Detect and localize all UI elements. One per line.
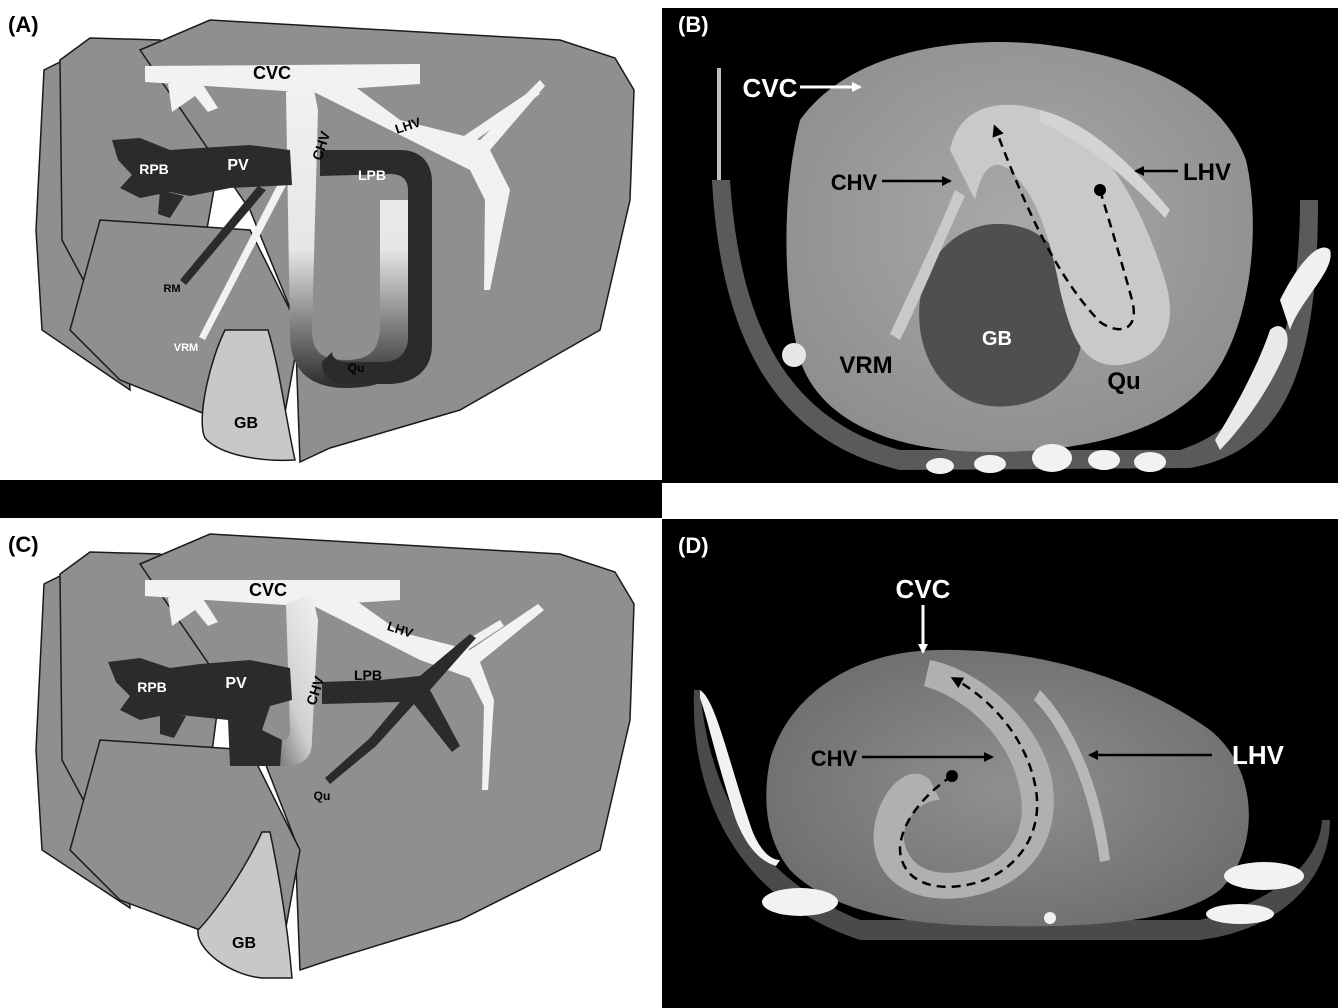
panel-d-letter: (D) xyxy=(678,533,709,558)
rib-left-lower-d xyxy=(762,888,838,916)
label-vrm-b: VRM xyxy=(839,352,892,379)
label-qu-a: Qu xyxy=(348,361,365,375)
label-lhv-b: LHV xyxy=(1183,159,1231,186)
label-lpb-c: LPB xyxy=(354,667,382,683)
label-chv-d: CHV xyxy=(811,746,858,771)
bone-3-b xyxy=(1032,444,1072,472)
label-rpb-a: RPB xyxy=(139,161,169,177)
panel-a-letter: (A) xyxy=(8,12,39,37)
bone-2-b xyxy=(974,455,1006,473)
label-gb-a: GB xyxy=(234,415,258,432)
label-rm-a: RM xyxy=(163,283,180,295)
panel-c: (C) CVC LHV CHV RPB PV LPB Qu xyxy=(8,532,634,978)
label-cvc-a: CVC xyxy=(253,63,291,83)
ct-edge-line-b xyxy=(717,68,721,188)
rib-right-lowest-d xyxy=(1206,904,1274,924)
panel-c-letter: (C) xyxy=(8,532,39,557)
label-pv-c: PV xyxy=(225,675,247,692)
bone-center-d xyxy=(1044,912,1056,924)
rib-left-b xyxy=(782,343,806,367)
label-rpb-c: RPB xyxy=(137,679,167,695)
label-cvc-b: CVC xyxy=(743,73,798,103)
label-lpb-a: LPB xyxy=(358,167,386,183)
label-qu-c: Qu xyxy=(314,789,331,803)
dashed-path-start-b xyxy=(1094,184,1106,196)
label-chv-b: CHV xyxy=(831,170,878,195)
dashed-path-start-d xyxy=(946,770,958,782)
label-pv-a: PV xyxy=(227,157,249,174)
bone-4-b xyxy=(1088,450,1120,470)
bone-5-b xyxy=(1134,452,1166,472)
rib-right-lower-d xyxy=(1224,862,1304,890)
panel-b-letter: (B) xyxy=(678,12,709,37)
label-vrm-a: VRM xyxy=(174,342,198,354)
label-gb-b: GB xyxy=(982,328,1012,350)
label-lhv-d: LHV xyxy=(1232,740,1285,770)
divider-bar xyxy=(0,480,662,518)
label-gb-c: GB xyxy=(232,935,256,952)
panel-a: (A) CVC LHV CHV RPB PV xyxy=(8,12,634,462)
label-cvc-c: CVC xyxy=(249,580,287,600)
bone-1-b xyxy=(926,458,954,474)
label-qu-b: Qu xyxy=(1107,368,1140,395)
label-cvc-d: CVC xyxy=(896,574,951,604)
